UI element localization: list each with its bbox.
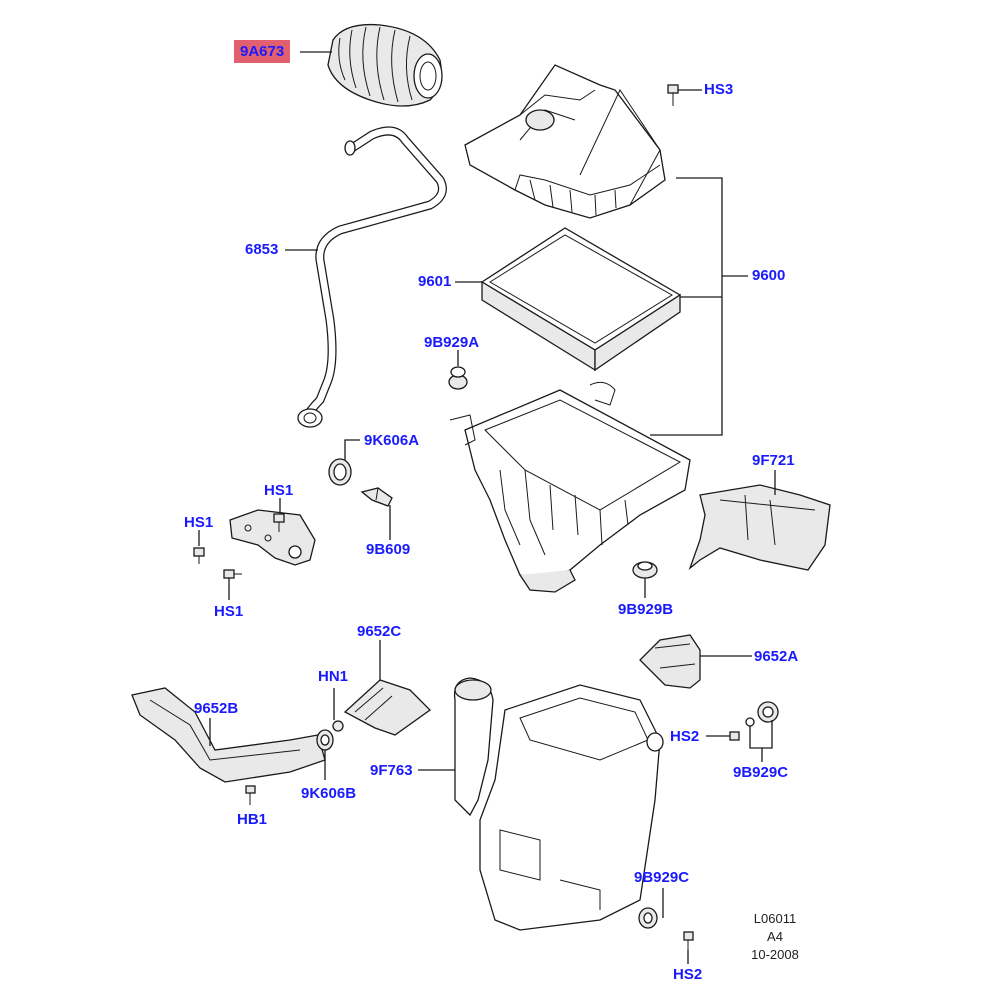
callout-9b929a[interactable]: 9B929A xyxy=(424,334,480,351)
part-hn1-nut xyxy=(332,720,344,732)
part-9a673-intake-bellows xyxy=(327,23,443,107)
leader-9600-bracket xyxy=(650,177,723,436)
reference-date: 10-2008 xyxy=(751,947,799,962)
callout-9b609[interactable]: 9B609 xyxy=(366,541,411,558)
part-9b929c-grommet-right xyxy=(745,701,779,727)
callout-9b929c-bottom[interactable]: 9B929C xyxy=(634,869,690,886)
part-9b929b-grommet xyxy=(632,561,658,579)
callout-hs1-bottom[interactable]: HS1 xyxy=(214,603,244,620)
part-hs1-screw-top xyxy=(273,513,285,532)
part-hs2-screw-mid xyxy=(729,731,740,741)
part-hs2-screw-bottom xyxy=(683,931,694,950)
callout-9652b[interactable]: 9652B xyxy=(194,700,239,717)
callout-hn1[interactable]: HN1 xyxy=(318,668,349,685)
part-9b609-clip xyxy=(360,487,393,507)
callout-9k606a[interactable]: 9K606A xyxy=(364,432,420,449)
callout-hs2-mid[interactable]: HS2 xyxy=(670,728,700,745)
leader-9b929c-right-bracket xyxy=(749,720,773,749)
part-hs1-screw-bottom xyxy=(223,569,242,579)
callout-6853[interactable]: 6853 xyxy=(245,241,279,258)
callout-9f721[interactable]: 9F721 xyxy=(752,452,795,469)
callout-9652c[interactable]: 9652C xyxy=(357,623,402,640)
callout-9652a[interactable]: 9652A xyxy=(754,648,799,665)
callout-9601[interactable]: 9601 xyxy=(418,273,452,290)
callout-9600[interactable]: 9600 xyxy=(752,267,786,284)
callout-hb1[interactable]: HB1 xyxy=(237,811,268,828)
leader-9k606a xyxy=(344,439,360,460)
part-9k606b-seal xyxy=(316,729,334,751)
part-9652c-duct xyxy=(343,679,432,736)
callout-hs1-top[interactable]: HS1 xyxy=(264,482,294,499)
part-9601-filter-element xyxy=(480,227,682,372)
part-9k606a-seal xyxy=(328,458,352,486)
part-hs3-screw xyxy=(667,84,679,106)
part-air-cleaner-cover xyxy=(464,64,666,219)
part-air-cleaner-lower-housing xyxy=(449,381,691,593)
part-9b929a-grommet xyxy=(448,366,468,390)
callout-hs2-bottom[interactable]: HS2 xyxy=(673,966,703,983)
part-6853-breather-pipe xyxy=(297,126,447,428)
callout-9b929c-right[interactable]: 9B929C xyxy=(733,764,789,781)
reference-block: L06011 A4 10-2008 xyxy=(740,910,810,964)
reference-code: L06011 xyxy=(753,911,797,926)
part-mounting-bracket xyxy=(229,509,316,566)
part-9b929c-grommet-bottom xyxy=(638,907,658,929)
part-9f763-resonator xyxy=(453,677,664,931)
reference-page-size: A4 xyxy=(767,929,783,944)
callout-hs3[interactable]: HS3 xyxy=(704,81,734,98)
callout-9k606b[interactable]: 9K606B xyxy=(301,785,357,802)
callout-9b929b[interactable]: 9B929B xyxy=(618,601,674,618)
part-9652a-duct xyxy=(639,634,701,689)
callout-9a673[interactable]: 9A673 xyxy=(234,40,291,63)
callout-9f763[interactable]: 9F763 xyxy=(370,762,413,779)
part-9f721-air-guide xyxy=(688,484,831,571)
part-hs1-screw-left xyxy=(193,547,205,564)
part-hb1-bolt xyxy=(245,785,256,805)
callout-hs1-left[interactable]: HS1 xyxy=(184,514,214,531)
